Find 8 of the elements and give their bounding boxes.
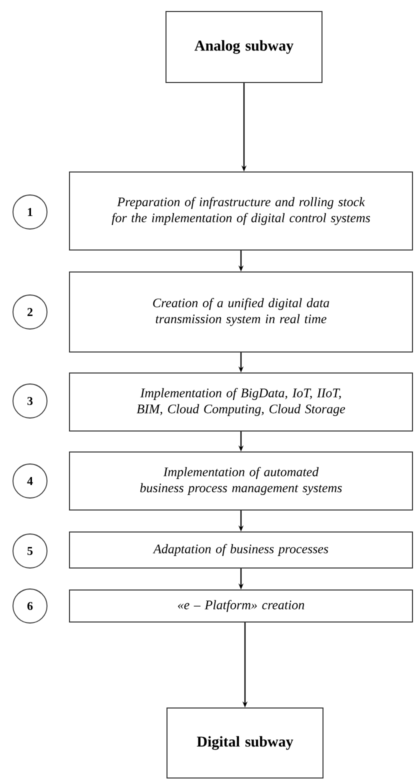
process-box: Adaptation of business processes [69, 532, 413, 568]
process-box: Creation of a unified digital data transmission system in real time [69, 272, 413, 352]
terminal-box: Digital subway [166, 708, 324, 778]
process-box: Preparation of infrastructure and rolling stock for the implementation of digital control systems [69, 172, 413, 250]
terminal-box: Analog subway [166, 11, 322, 84]
process-box: Implementation of BigData, IoT, IIoT, BIM, Cloud Computing, Cloud Storage [69, 372, 413, 432]
process-box: «e – Platform» creation [69, 590, 413, 622]
process-box: Implementation of automated business process management systems [69, 452, 413, 510]
